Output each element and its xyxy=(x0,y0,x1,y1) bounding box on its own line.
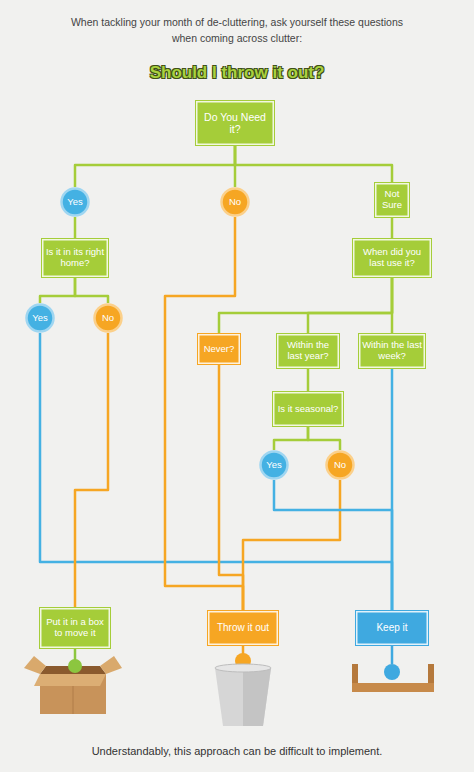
flow-line xyxy=(219,278,392,333)
circle-shape xyxy=(62,189,89,216)
flow-line xyxy=(307,369,310,391)
question-box: Do You Need it? xyxy=(195,100,275,146)
node-text: When did you last use it? xyxy=(356,247,428,269)
caption: Understandably, this approach can be dif… xyxy=(0,743,474,760)
node-text: Not Sure xyxy=(378,189,406,211)
answer-circle: No xyxy=(93,303,123,333)
question-box: Put it in a box to move it xyxy=(39,607,111,649)
question-box: When did you last use it? xyxy=(352,238,432,278)
flow-line xyxy=(74,217,77,238)
bin-illustration xyxy=(215,646,271,726)
node-text: No xyxy=(102,313,114,324)
node-text: Yes xyxy=(32,313,48,324)
question-box: Not Sure xyxy=(374,182,410,218)
question-box: Keep it xyxy=(355,610,429,646)
flow-line xyxy=(75,278,108,303)
node-text: Never? xyxy=(204,344,235,355)
flow-line xyxy=(40,333,392,610)
flow-line xyxy=(308,427,340,450)
node-text: Within the last year? xyxy=(280,340,336,362)
flow-line xyxy=(274,480,392,610)
answer-circle: No xyxy=(325,450,355,480)
chart-title: Should I throw it out? xyxy=(0,60,474,86)
intro-note: When tackling your month of de-clutterin… xyxy=(62,15,412,47)
box-illustration xyxy=(24,649,122,714)
node-text: Yes xyxy=(266,460,282,471)
flow-line xyxy=(308,278,392,333)
circle-shape xyxy=(327,452,354,479)
flow-line xyxy=(40,278,75,303)
node-text: Is it seasonal? xyxy=(278,404,339,415)
question-box: Throw it out xyxy=(207,610,279,646)
question-box: Never? xyxy=(197,333,241,365)
flow-line xyxy=(391,218,394,238)
node-text: Keep it xyxy=(376,622,407,634)
node-text: No xyxy=(229,197,241,208)
question-box: Within the last week? xyxy=(358,333,426,369)
answer-circle: No xyxy=(220,187,250,217)
node-text: Is it in its right home? xyxy=(45,247,105,269)
node-text: No xyxy=(334,460,346,471)
question-box: Is it seasonal? xyxy=(272,391,344,427)
circle-shape xyxy=(95,305,122,332)
node-text: Put it in a box to move it xyxy=(43,617,107,639)
node-text: Throw it out xyxy=(217,622,269,634)
circle-shape xyxy=(27,305,54,332)
circle-shape xyxy=(261,452,288,479)
shelf-illustration xyxy=(352,646,434,692)
question-box: Is it in its right home? xyxy=(41,238,109,278)
answer-circle: Yes xyxy=(25,303,55,333)
flow-line xyxy=(243,480,340,610)
node-text: Do You Need it? xyxy=(199,111,271,135)
flow-line xyxy=(235,146,392,182)
flow-line xyxy=(165,217,243,610)
flow-line xyxy=(219,365,243,610)
node-text: Yes xyxy=(67,197,83,208)
flow-line xyxy=(391,278,394,333)
circle-shape xyxy=(222,189,249,216)
flow-line xyxy=(391,369,394,610)
answer-circle: Yes xyxy=(60,187,90,217)
node-text: Within the last week? xyxy=(362,340,422,362)
flow-line xyxy=(75,333,108,607)
flow-line xyxy=(274,427,308,450)
question-box: Within the last year? xyxy=(276,333,340,369)
flow-line xyxy=(75,146,235,187)
answer-circle: Yes xyxy=(259,450,289,480)
